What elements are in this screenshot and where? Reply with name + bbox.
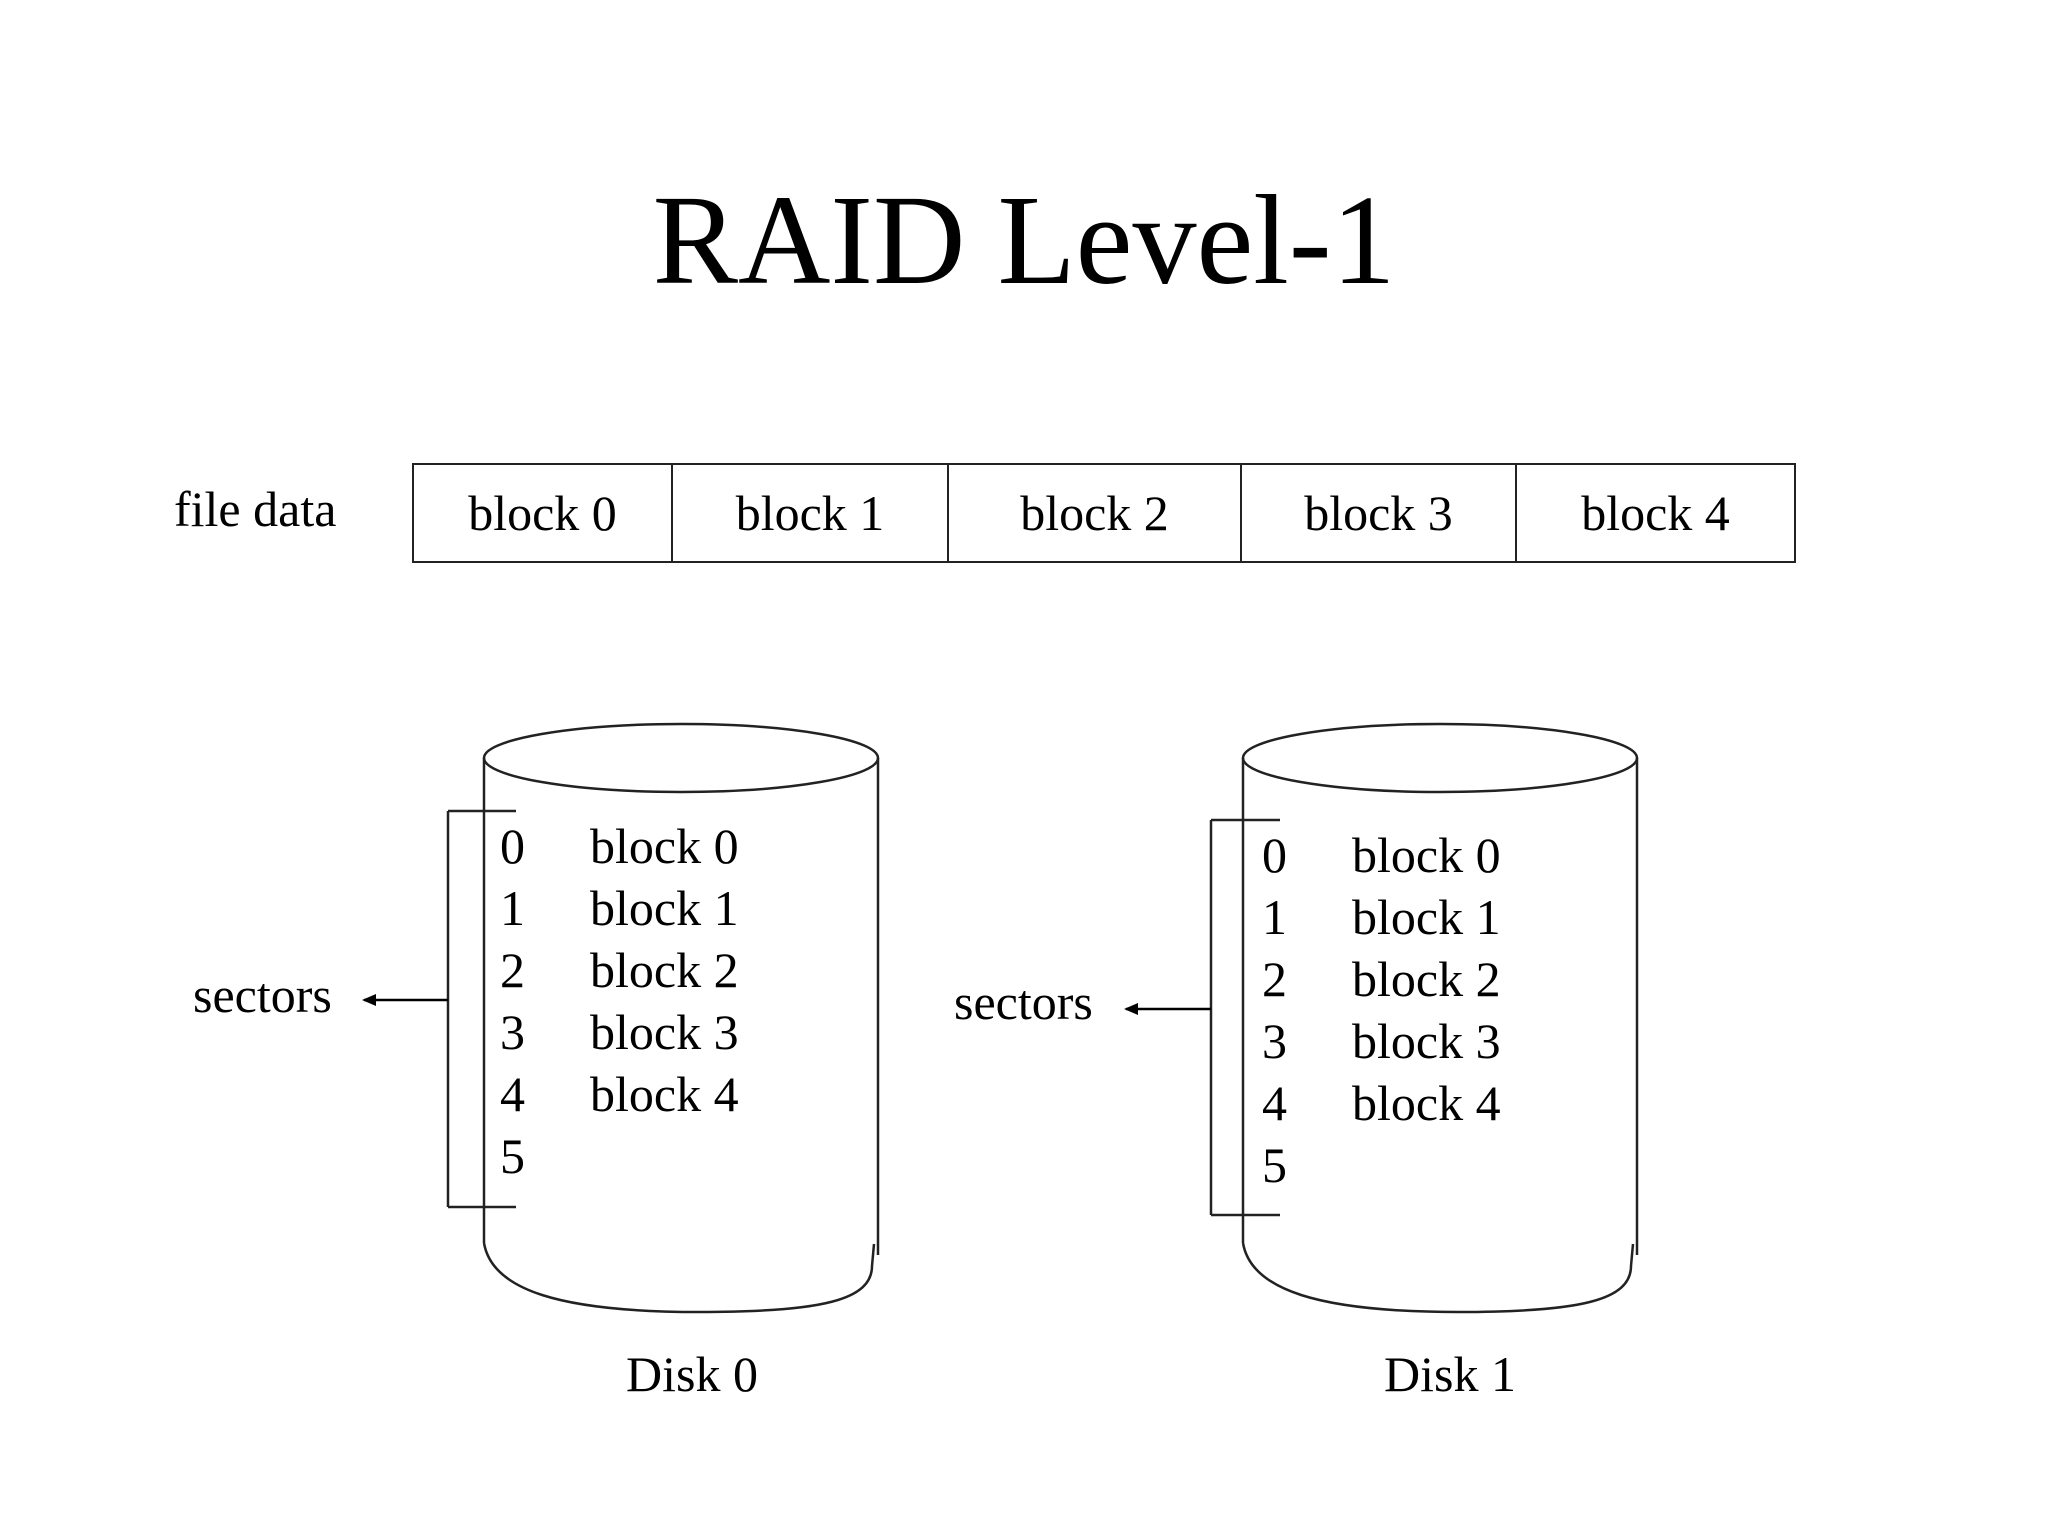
file-block-2: block 2	[949, 465, 1242, 561]
sector-block	[590, 1125, 790, 1187]
sector-number: 0	[1262, 827, 1287, 883]
sector-number: 2	[500, 942, 525, 998]
sector-number: 3	[1262, 1013, 1287, 1069]
disk-0-sectors-label: sectors	[193, 967, 332, 1023]
disk-1-label: Disk 1	[1384, 1346, 1516, 1402]
sector-number: 0	[500, 818, 525, 874]
file-block-0: block 0	[414, 465, 673, 561]
sector-block: block 3	[1352, 1013, 1501, 1069]
disk-1-sectors-label: sectors	[954, 974, 1093, 1030]
sector-block: block 1	[1352, 889, 1501, 945]
disk-1-sector-row: 2 block 2	[1262, 948, 1552, 1010]
disk-0-sector-row: 2 block 2	[500, 939, 790, 1001]
sector-number: 5	[1262, 1137, 1287, 1193]
file-block-4: block 4	[1581, 485, 1730, 541]
disk-1-top-ellipse	[1241, 722, 1639, 794]
disk-1-sector-row: 1 block 1	[1262, 886, 1552, 948]
disk-1-sector-row: 0 block 0	[1262, 824, 1552, 886]
disk-0-sector-list: 0 block 0 1 block 1 2 block 2 3 block 3 …	[500, 815, 790, 1187]
disk-1-bottom-curve	[1241, 1242, 1635, 1314]
disk-0-top-ellipse	[482, 722, 880, 794]
sector-block: block 2	[590, 942, 739, 998]
disk-0-label: Disk 0	[626, 1346, 758, 1402]
file-block-1: block 1	[673, 465, 949, 561]
sector-block: block 1	[590, 880, 739, 936]
disk-0-cylinder-icon	[482, 722, 880, 1314]
file-block-3: block 3	[1242, 465, 1517, 561]
disk-0-sector-bracket	[446, 809, 516, 1209]
slide-title: RAID Level-1	[652, 169, 1396, 311]
disk-1-sector-bracket	[1209, 818, 1280, 1217]
disk-1-sector-list: 0 block 0 1 block 1 2 block 2 3 block 3 …	[1262, 824, 1552, 1196]
disk-1-sector-row: 5	[1262, 1134, 1552, 1196]
sector-number: 4	[1262, 1075, 1287, 1131]
sector-block: block 4	[1352, 1075, 1501, 1131]
disk-1-cylinder-icon	[1241, 722, 1639, 1314]
sector-block: block 4	[590, 1066, 739, 1122]
disk-0-sector-row: 3 block 3	[500, 1001, 790, 1063]
disk-0-sector-row: 4 block 4	[500, 1063, 790, 1125]
sector-number: 1	[1262, 889, 1287, 945]
sector-block: block 3	[590, 1004, 739, 1060]
sector-block: block 2	[1352, 951, 1501, 1007]
sector-number: 5	[500, 1128, 525, 1184]
disk-0-sector-row: 5	[500, 1125, 790, 1187]
disk-0-sector-row: 1 block 1	[500, 877, 790, 939]
sector-block	[1352, 1134, 1552, 1196]
file-data-block-row: block 0 block 1 block 2 block 3 block 4	[412, 463, 1796, 563]
sector-block: block 0	[590, 818, 739, 874]
sector-number: 4	[500, 1066, 525, 1122]
sector-number: 2	[1262, 951, 1287, 1007]
disk-0-sector-row: 0 block 0	[500, 815, 790, 877]
disk-1-sector-row: 3 block 3	[1262, 1010, 1552, 1072]
file-data-label: file data	[174, 481, 337, 537]
disk-0-bottom-curve	[482, 1242, 876, 1314]
sector-block: block 0	[1352, 827, 1501, 883]
disk-1-sector-row: 4 block 4	[1262, 1072, 1552, 1134]
sector-number: 1	[500, 880, 525, 936]
sector-number: 3	[500, 1004, 525, 1060]
